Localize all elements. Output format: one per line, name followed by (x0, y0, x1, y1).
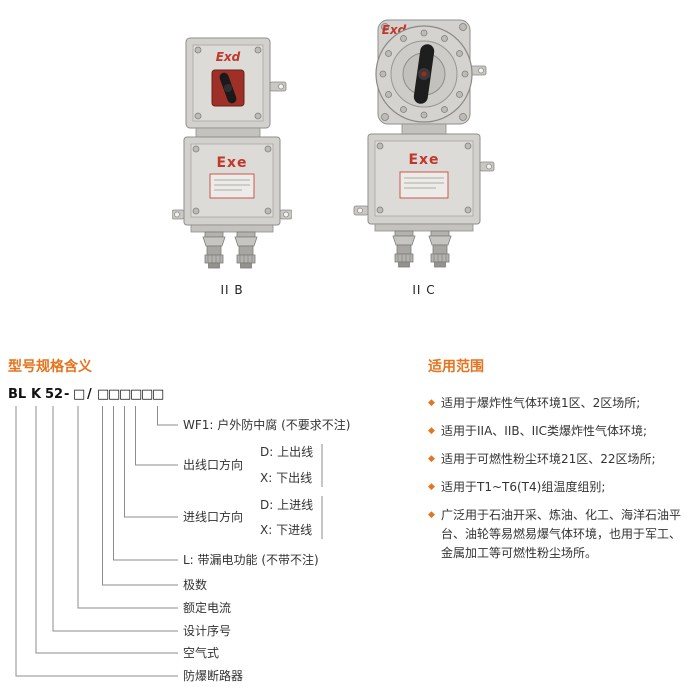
joint-flange (401, 123, 447, 135)
exe-mark: Exe (216, 155, 247, 171)
diamond-bullet-icon: ◆ (428, 398, 435, 408)
product-caption-iic: II C (412, 283, 436, 297)
ear-hole (478, 67, 484, 74)
code-part: / (87, 387, 92, 402)
exd-mark: Exd (216, 50, 241, 64)
ear-hole (283, 211, 289, 218)
application-item-text: 适用于可燃性粉尘环境21区、22区场所; (441, 452, 656, 466)
application-section: 适用范围 ◆ 适用于爆炸性气体环境1区、2区场所; ◆ 适用于IIA、IIB、I… (428, 356, 692, 572)
code-part: □ (108, 387, 121, 402)
label-inlet-name: 进线口方向 (183, 510, 244, 524)
code-part: - (64, 387, 70, 402)
ear-hole (278, 83, 284, 90)
code-part: □ (130, 387, 143, 402)
label-breaker: 防爆断路器 (183, 669, 244, 683)
code-part: □ (97, 387, 110, 402)
product-caption-iib: II B (220, 283, 244, 297)
bottom-rim (374, 223, 474, 232)
cable-gland (234, 231, 258, 269)
diamond-bullet-icon: ◆ (428, 510, 435, 520)
switch-mark (421, 71, 427, 77)
corner-bolts (192, 145, 272, 215)
label-poles: 极数 (183, 578, 208, 592)
joint-flange (195, 127, 261, 138)
code-part: K (31, 387, 42, 402)
code-part: □ (152, 387, 165, 402)
code-part: □ (119, 387, 132, 402)
nameplate (399, 171, 449, 199)
label-inlet-x: X: 下进线 (260, 523, 313, 537)
label-design-serial: 设计序号 (183, 624, 232, 638)
model-section: 型号规格含义 BL K 52 - □ / □ □ □ □ □ □ WF1: 户外… (8, 356, 428, 687)
application-section-title: 适用范围 (428, 359, 484, 375)
diamond-bullet-icon: ◆ (428, 454, 435, 464)
corner-bolts (376, 142, 472, 214)
code-part: BL (8, 387, 27, 402)
nameplate (209, 173, 255, 199)
label-outlet-x: X: 下出线 (260, 471, 313, 485)
breaker-illustration-iib: Exd Exe (171, 37, 293, 269)
label-air-type: 空气式 (183, 646, 220, 660)
switch-box-face (192, 44, 264, 122)
bottom-rim (190, 224, 274, 233)
label-rated-current: 额定电流 (183, 601, 232, 615)
application-item: ◆ 适用于T1~T6(T4)组温度组别; (428, 478, 692, 497)
code-part: 52 (45, 387, 64, 402)
application-item-text: 广泛用于石油开采、炼油、化工、海洋石油平台、油轮等易燃易爆气体环境，也用于军工、… (441, 508, 682, 560)
cable-gland (202, 231, 226, 269)
product-photo-iib: Exd Exe (171, 30, 293, 274)
ear-hole (357, 207, 363, 214)
product-photo-iic: Exd (352, 14, 496, 274)
application-item: ◆ 广泛用于石油开采、炼油、化工、海洋石油平台、油轮等易燃易爆气体环境，也用于军… (428, 506, 692, 563)
connector-lines (15, 406, 323, 677)
breaker-illustration-iic: Exd (353, 19, 495, 268)
application-item: ◆ 适用于可燃性粉尘环境21区、22区场所; (428, 450, 692, 469)
label-outlet-name: 出线口方向 (183, 458, 244, 472)
application-item: ◆ 适用于IIA、IIB、IIC类爆炸性气体环境; (428, 422, 692, 441)
cable-gland (392, 230, 416, 268)
code-part: □ (141, 387, 154, 402)
label-inlet-d: D: 上进线 (260, 498, 314, 512)
plate-corner-bolts (381, 23, 467, 121)
application-item-text: 适用于T1~T6(T4)组温度组别; (441, 480, 606, 494)
label-outlet-d: D: 上出线 (260, 445, 314, 459)
model-section-title: 型号规格含义 (8, 359, 92, 375)
ear-hole (174, 211, 180, 218)
application-item-text: 适用于IIA、IIB、IIC类爆炸性气体环境; (441, 424, 648, 438)
diamond-bullet-icon: ◆ (428, 482, 435, 492)
ear-hole (486, 163, 492, 170)
exe-mark: Exe (408, 152, 439, 168)
label-leakage: L: 带漏电功能 (不带不注) (183, 553, 319, 567)
application-item: ◆ 适用于爆炸性气体环境1区、2区场所; (428, 394, 692, 413)
code-part: □ (73, 387, 86, 402)
cover-bolt-ring (379, 29, 469, 119)
diamond-bullet-icon: ◆ (428, 426, 435, 436)
application-item-text: 适用于爆炸性气体环境1区、2区场所; (441, 396, 641, 410)
corner-bolts (194, 46, 262, 120)
cable-gland (428, 230, 452, 268)
switch-hub (224, 84, 232, 92)
label-wf1: WF1: 户外防中腐 (不要求不注) (183, 418, 351, 432)
